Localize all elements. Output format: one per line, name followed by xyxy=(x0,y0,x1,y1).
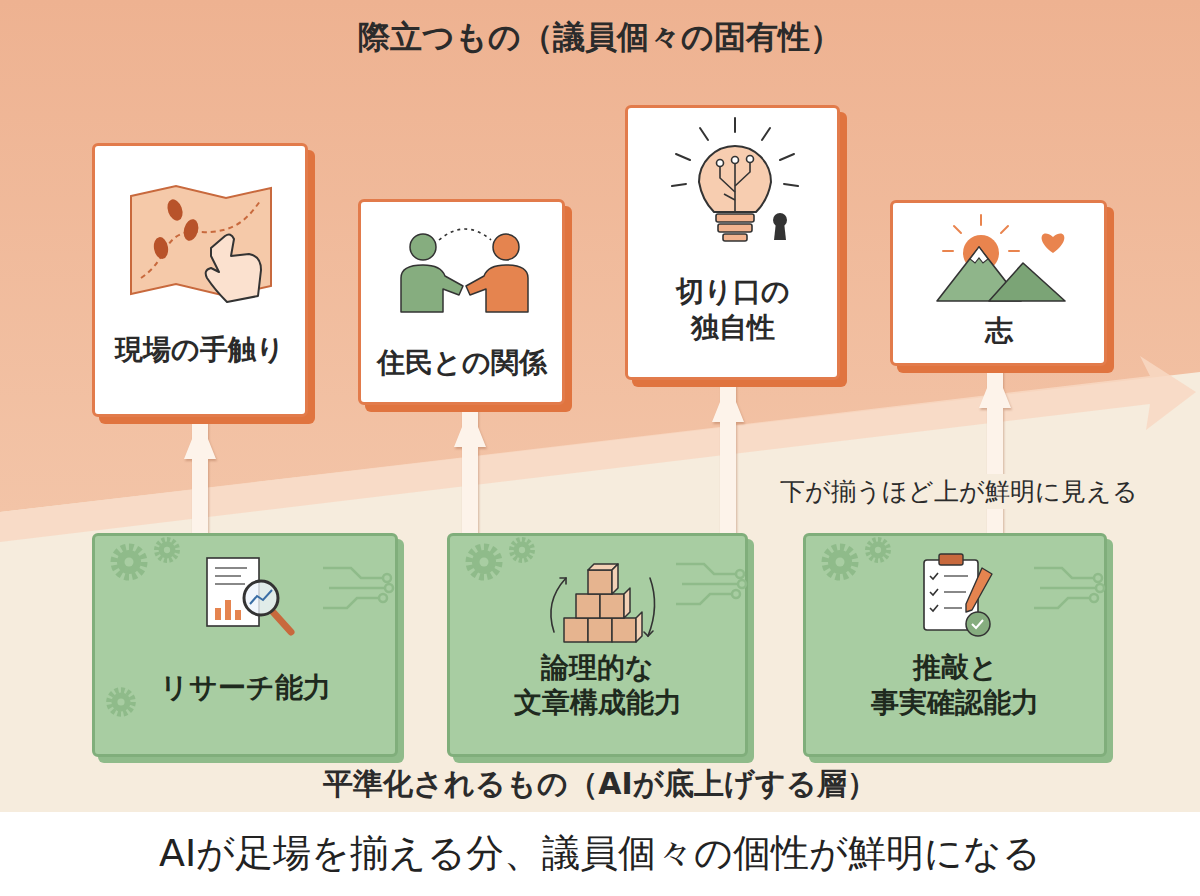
trait-box: 志 xyxy=(890,200,1107,366)
upper-layer-heading: 際立つもの（議員個々の固有性） xyxy=(358,16,842,60)
trait-box: 現場の手触り xyxy=(92,143,308,417)
research-icon xyxy=(95,536,401,760)
node-label: 志 xyxy=(985,313,1013,349)
node-label: 現場の手触り xyxy=(115,332,285,368)
map-icon xyxy=(95,146,311,420)
caption: AIが足場を揃える分、議員個々の個性が鮮明になる xyxy=(159,828,1041,879)
lower-layer-heading: 平準化されるもの（AIが底上げする層） xyxy=(323,764,876,805)
trait-box: 住民との関係 xyxy=(358,199,565,405)
up-arrow xyxy=(192,419,208,533)
up-arrow xyxy=(462,407,478,533)
blocks-icon xyxy=(450,536,751,760)
checklist-icon xyxy=(806,536,1110,760)
node-label: リサーチ能力 xyxy=(160,670,331,705)
note-label: 下が揃うほど上が鮮明に見える xyxy=(775,474,1143,509)
node-label: 切り口の 独自性 xyxy=(658,274,808,347)
node-label: 推敲と 事実確認能力 xyxy=(863,650,1048,720)
up-arrow xyxy=(720,382,736,533)
node-label: 住民との関係 xyxy=(377,345,547,381)
node-label: 論理的な 文章構成能力 xyxy=(505,650,690,720)
trait-box: 切り口の 独自性 xyxy=(625,105,840,380)
skill-box: 論理的な 文章構成能力 xyxy=(447,533,748,757)
skill-box: リサーチ能力 xyxy=(92,533,398,757)
skill-box: 推敲と 事実確認能力 xyxy=(803,533,1107,757)
